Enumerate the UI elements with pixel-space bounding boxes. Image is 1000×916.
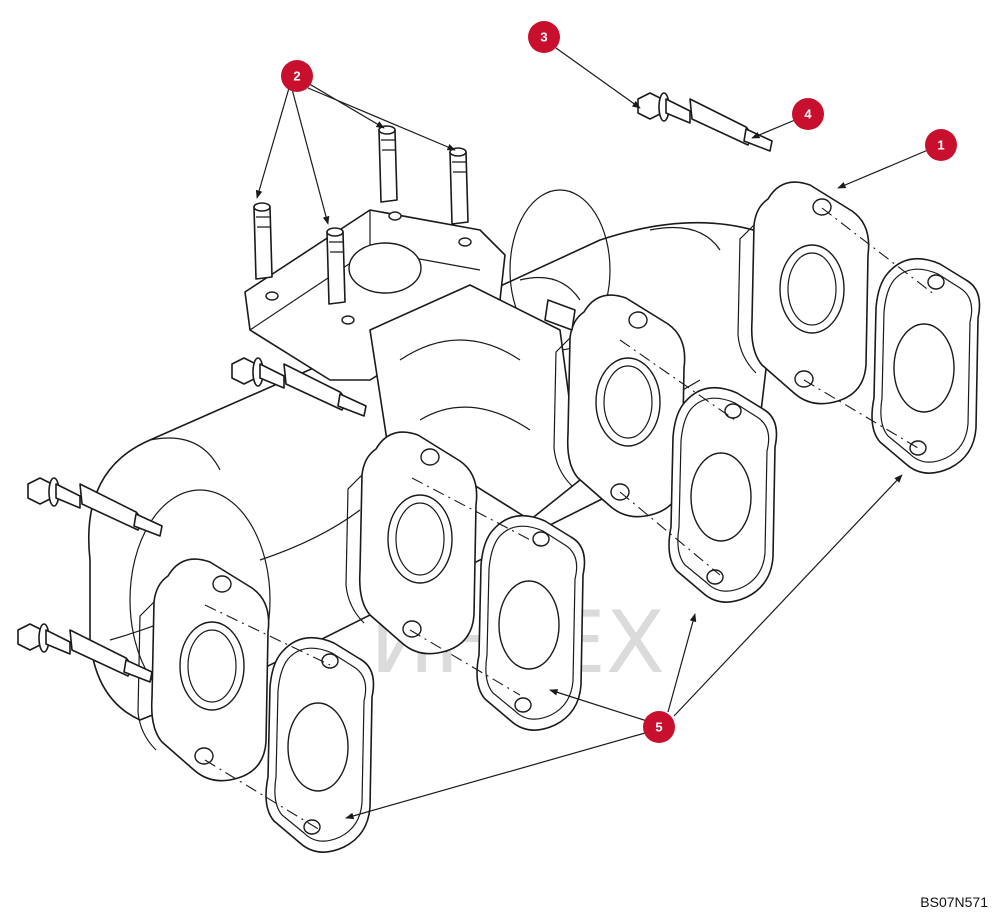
callout-1-label: 1 xyxy=(937,138,944,153)
leader-lines xyxy=(255,47,929,820)
callout-5-label: 5 xyxy=(655,720,662,735)
callout-4-label: 4 xyxy=(804,107,812,122)
callout-5: 5 xyxy=(643,711,675,743)
drawing-code: BS07N571 xyxy=(920,894,988,910)
center-lines xyxy=(204,207,936,831)
callout-4: 4 xyxy=(792,98,824,130)
callout-1: 1 xyxy=(925,129,957,161)
callout-3: 3 xyxy=(528,21,560,53)
callout-3-label: 3 xyxy=(540,30,547,45)
bolts-with-spacers xyxy=(17,92,773,683)
callout-2-label: 2 xyxy=(293,69,300,84)
callout-2: 2 xyxy=(281,60,313,92)
